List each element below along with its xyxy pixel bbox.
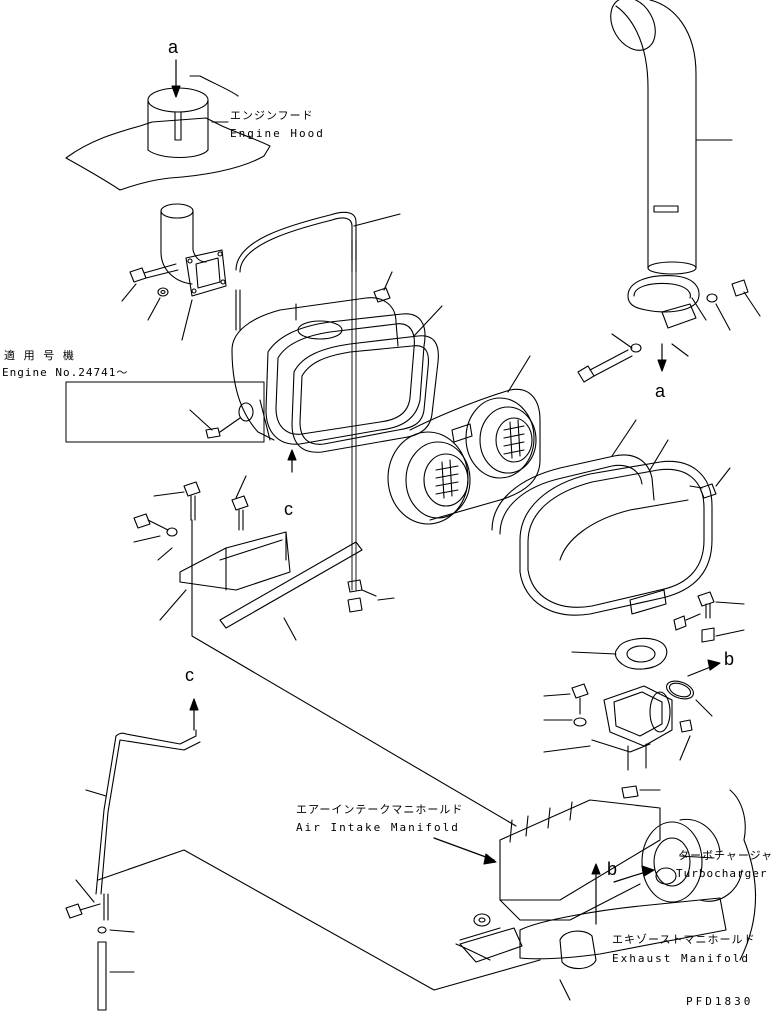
cable-line (191, 519, 517, 827)
bolt-bracket-c (133, 513, 169, 531)
cover-plate (291, 335, 439, 453)
leaders-silencer (611, 419, 669, 471)
bolt-bracket-a (183, 481, 201, 521)
stack-clamp-nut (731, 279, 749, 297)
manifold-plate (459, 927, 523, 963)
washer-outlet-left (573, 717, 587, 727)
rod-cap (97, 926, 107, 934)
leader-precleaner (507, 355, 531, 393)
label-turbo-jp: ターボチャージャ (678, 849, 774, 862)
bolt-silencer-bottom (673, 615, 687, 631)
arrow-air-intake-head (483, 853, 497, 865)
callout-b-bottom: b (607, 859, 618, 879)
applicability-box (65, 381, 265, 443)
label-applicable-jp: 適 用 号 機 (4, 349, 75, 362)
leader-sensor (189, 409, 213, 431)
u-bolt-strap (235, 211, 357, 591)
outlet-gasket (614, 637, 668, 670)
elbow-pipe-drawing (160, 203, 227, 297)
rod-bolt (65, 903, 101, 919)
leaders-rod (75, 789, 135, 973)
stack-clamp (627, 275, 700, 329)
leaders-manifold (455, 927, 501, 961)
arrow-air-intake (433, 837, 495, 861)
leader-strap (353, 213, 401, 227)
plug-manifold (473, 913, 491, 927)
bracket-body (179, 531, 291, 591)
callout-a-right: a (655, 381, 666, 401)
stack-clamp-washer (630, 343, 642, 353)
arrow-b-right-head (707, 659, 721, 671)
callout-b-right: b (724, 649, 735, 669)
leader-nut-top (383, 271, 393, 291)
leaders-left-top (121, 283, 193, 341)
rod-assembly (95, 729, 201, 921)
bolt-left-top (129, 263, 179, 283)
arrow-b-bottom-head (591, 863, 601, 875)
leaders-right-mid (685, 601, 745, 637)
stack-clamp-washer2 (706, 293, 718, 303)
leaders-outlet (543, 693, 691, 791)
arrow-a-top-head (171, 85, 181, 98)
callout-c-left: c (185, 665, 194, 685)
stack-clamp-bolt (577, 349, 633, 383)
precleaner-element (387, 388, 541, 525)
callout-c-mid: c (284, 499, 293, 519)
arrow-a-right-head (657, 359, 667, 372)
leader-turbo (679, 855, 715, 859)
engine-hood-drawing (65, 75, 271, 191)
label-engine-hood-en: Engine Hood (230, 127, 325, 140)
o-ring (666, 680, 694, 700)
arrow-turbo-head (641, 865, 655, 877)
gasket-right (491, 454, 655, 535)
outlet-elbow (591, 685, 673, 771)
drawing-code: PFD1830 (686, 995, 754, 1008)
label-engine-hood-jp: エンジンフード (230, 109, 314, 122)
label-exhaust-jp: エキゾーストマニホールド (612, 933, 756, 946)
nut-plate (347, 579, 377, 613)
air-intake-manifold (499, 799, 661, 921)
leader-outlet-gasket (571, 651, 617, 655)
bolt-silencer-right (689, 483, 717, 499)
manifold-foot (559, 979, 571, 1001)
bolt-right-mid (697, 591, 715, 619)
arrow-c-left-head (189, 698, 199, 711)
support-plate (219, 541, 363, 629)
label-turbo-en: Turbocharger (676, 867, 768, 880)
washer-bracket (166, 527, 178, 537)
leaders-stack-clamp (611, 291, 761, 357)
leader-bolt-silencer (715, 467, 731, 487)
turbocharger (641, 789, 757, 961)
leaders-bracket (133, 475, 395, 641)
bolt-outlet-right (679, 719, 693, 733)
callout-a-top: a (168, 37, 179, 57)
silencer-body (519, 460, 713, 616)
nut-outlet-bottom (621, 785, 639, 799)
bolt-bracket-b (231, 495, 249, 531)
bolt-outlet-left (571, 683, 589, 715)
rod-routing-line (97, 849, 541, 991)
label-exhaust-en: Exhaust Manifold (612, 952, 750, 965)
arrow-c-mid-head (287, 449, 297, 461)
label-engine-no: Engine No.24741～ (2, 366, 129, 379)
sensor-fitting (205, 402, 254, 439)
nut-right-mid (701, 627, 715, 643)
muffler-housing (231, 297, 399, 441)
exhaust-manifold (519, 897, 727, 970)
rod-tube (97, 941, 107, 1011)
leader-o-ring (695, 699, 713, 717)
exhaust-stack (610, 0, 697, 275)
leader-cover (413, 305, 443, 337)
gasket-front (265, 313, 426, 445)
label-air-intake-en: Air Intake Manifold (296, 821, 460, 834)
label-air-intake-jp: エアーインテークマニホールド (296, 803, 464, 816)
washer-left-top (157, 287, 169, 297)
